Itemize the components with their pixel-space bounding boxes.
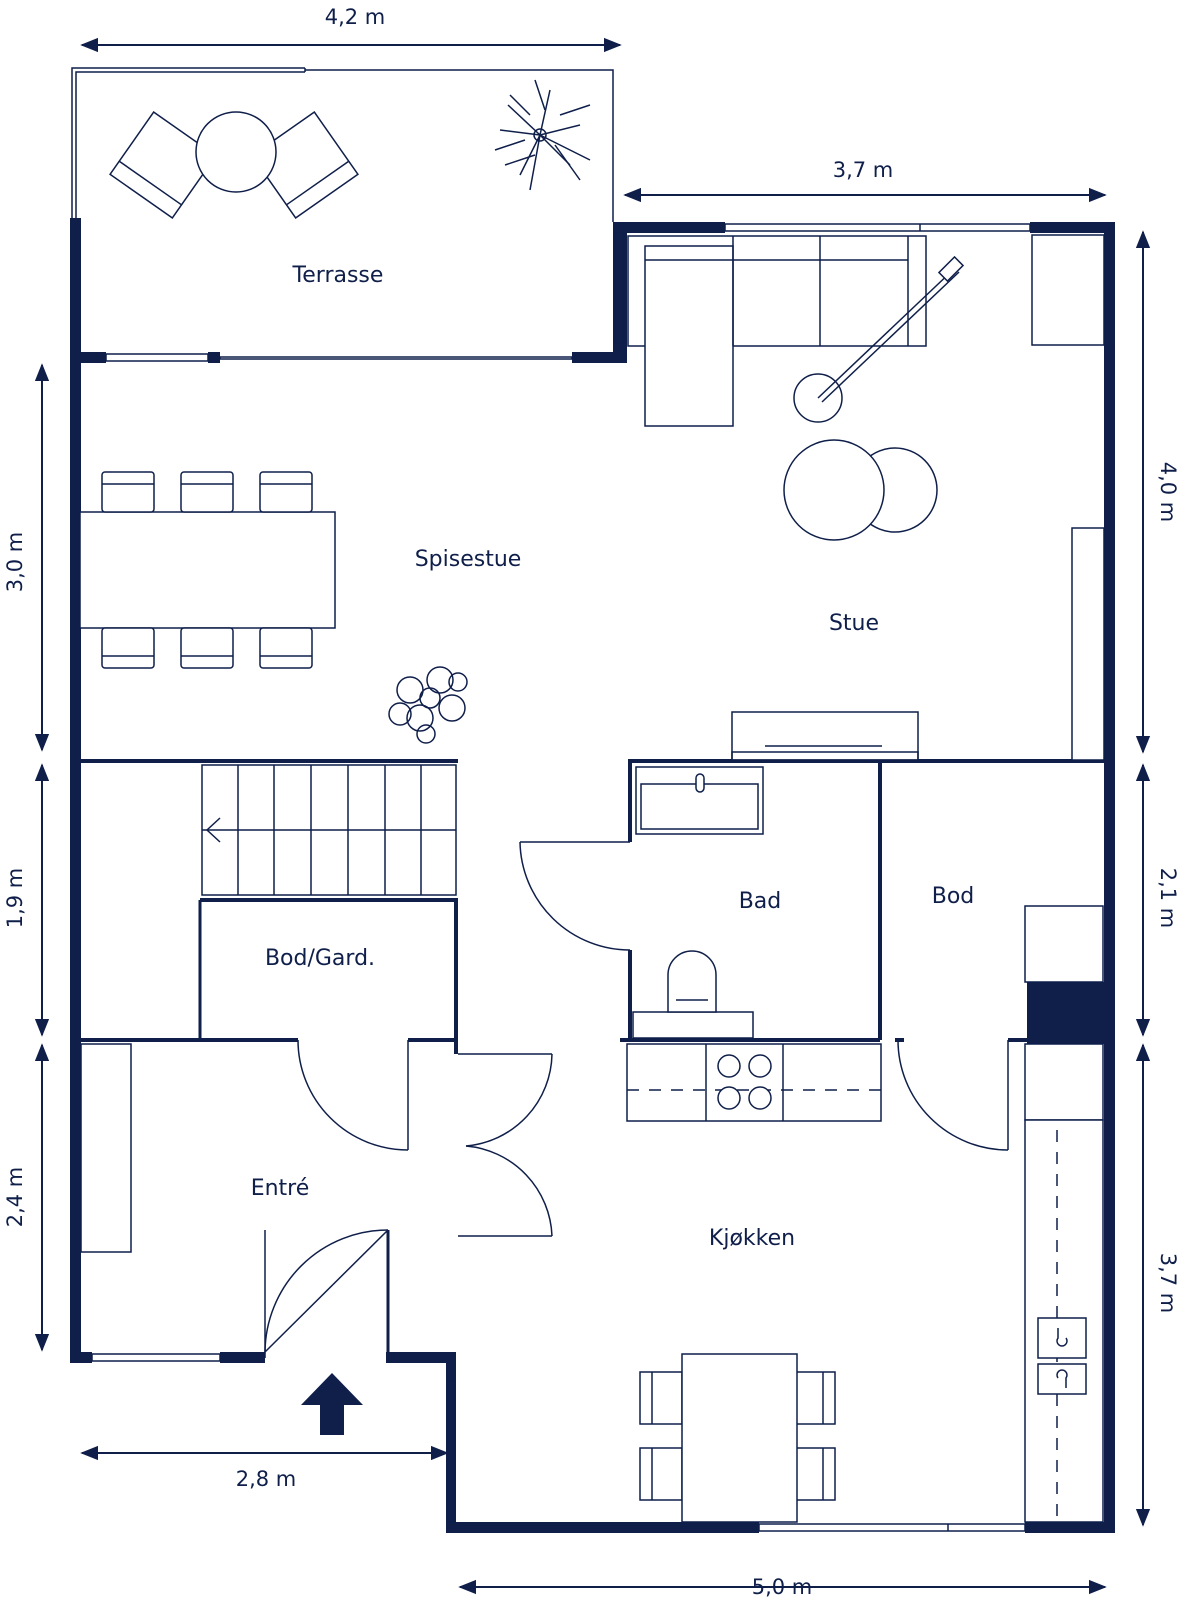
terrace-railing (71, 67, 614, 222)
room-label-terrasse: Terrasse (292, 263, 384, 288)
terrace-chair-left (109, 111, 217, 219)
plant-icon (388, 666, 468, 744)
terrace-chair-right (251, 111, 359, 219)
dim-label-right-middle: 2,1 m (1156, 868, 1180, 929)
windows (91, 223, 1031, 1532)
toilet (632, 950, 754, 1039)
doors (264, 841, 1009, 1358)
stairs (201, 764, 457, 896)
kitchen-counter-top (626, 1043, 882, 1122)
dim-label-right-lower: 3,7 m (1156, 1253, 1180, 1314)
kitchen-dining-set (639, 1353, 836, 1523)
kitchen-counter-right (1024, 1043, 1104, 1523)
side-cabinet (1031, 234, 1105, 346)
dim-label-kitchen-width: 5,0 m (752, 1575, 813, 1599)
coffee-table-large (783, 439, 885, 541)
dining-table-group (79, 471, 336, 669)
room-label-bad: Bad (739, 889, 782, 914)
room-label-bod-gard: Bod/Gard. (265, 946, 375, 971)
room-label-stue: Stue (829, 611, 879, 636)
tv-bench (1071, 527, 1105, 761)
stairs-direction-arrow-icon (205, 817, 221, 843)
plant-icon (494, 79, 591, 191)
room-label-kjokken: Kjøkken (709, 1226, 795, 1251)
dim-label-entre-width: 2,8 m (236, 1467, 297, 1491)
room-label-entre: Entré (251, 1176, 310, 1201)
walls (70, 218, 1115, 1533)
room-labels: Terrasse Spisestue Stue Bad Bod Bod/Gard… (251, 263, 975, 1251)
dim-label-right-upper: 4,0 m (1156, 462, 1180, 523)
room-label-spisestue: Spisestue (415, 547, 522, 572)
dim-label-left-middle: 1,9 m (3, 868, 27, 929)
room-label-bod: Bod (932, 884, 975, 909)
dim-label-terrace-width: 4,2 m (325, 5, 386, 29)
floor-lamp (793, 255, 965, 423)
dining-table (79, 511, 336, 629)
dim-label-left-lower: 2,4 m (3, 1167, 27, 1228)
fireplace (731, 711, 919, 761)
dim-label-left-upper: 3,0 m (3, 532, 27, 593)
kitchen-table (681, 1353, 798, 1523)
dim-label-living-width: 3,7 m (833, 158, 894, 182)
bathtub (635, 766, 764, 835)
sofa (627, 235, 927, 427)
entre-wardrobe (80, 1043, 132, 1253)
terrace-furniture (109, 111, 359, 219)
entrance-arrow-icon (301, 1373, 363, 1435)
interior-walls (81, 759, 1104, 1358)
bod-shelf (1024, 905, 1104, 983)
terrace-table (195, 111, 277, 193)
dimension-lines: 4,2 m 3,7 m 3,0 m 1,9 m 2,4 m 4,0 m 2,1 … (3, 5, 1180, 1599)
